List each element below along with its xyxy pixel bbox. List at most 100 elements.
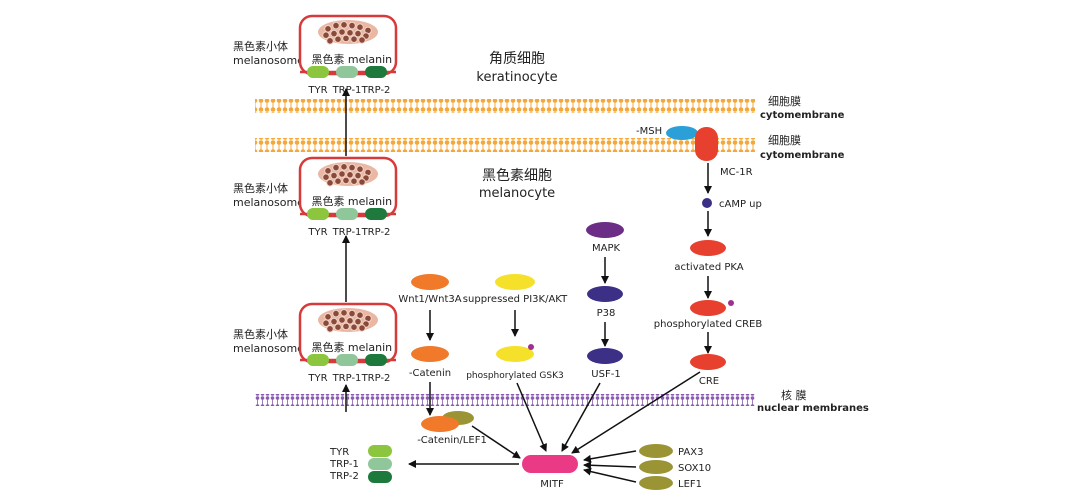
mitf-node bbox=[522, 455, 578, 473]
melanin-granule bbox=[338, 170, 346, 178]
cytomembrane-upper-en: cytomembrane bbox=[760, 110, 845, 121]
melanocyte-label-en: melanocyte bbox=[479, 186, 555, 201]
melanin-granule bbox=[346, 317, 354, 325]
catenin-node bbox=[411, 346, 449, 362]
lef1-label: LEF1 bbox=[678, 479, 702, 490]
melanin-granule bbox=[334, 177, 342, 185]
melanin-granule bbox=[354, 171, 362, 180]
creb-node bbox=[690, 300, 726, 316]
melanin-granule bbox=[354, 29, 362, 38]
melanosome-mid-enzyme-2 bbox=[365, 208, 387, 220]
sox10-node bbox=[639, 460, 673, 474]
melanin-granule bbox=[356, 165, 364, 173]
melanin-granule bbox=[324, 25, 332, 33]
melanosome-top-label-en: melanosome bbox=[233, 54, 304, 67]
melanosome-mid-enzyme-0 bbox=[307, 208, 329, 220]
nuclear-membrane-en: nuclear membranes bbox=[757, 403, 869, 414]
melanosome-low-enzyme-1 bbox=[336, 354, 358, 366]
camp-label: cAMP up bbox=[719, 199, 762, 210]
cytomembrane-upper bbox=[255, 99, 755, 113]
melanosome-mid-enzyme-label-0: TYR bbox=[307, 227, 327, 238]
pka-label: activated PKA bbox=[674, 262, 743, 273]
cytomembrane-lower-zh: 细胞膜 bbox=[768, 134, 801, 147]
mitf-label: MITF bbox=[540, 479, 564, 490]
cytomembrane-upper-zh: 细胞膜 bbox=[768, 95, 801, 108]
melanosome-low-pigment-zh: 黑色素 bbox=[312, 340, 345, 354]
melanosome-top-pigment-zh: 黑色素 bbox=[312, 52, 345, 66]
melanin-granule bbox=[330, 171, 338, 180]
melanosome-low-enzyme-0 bbox=[307, 354, 329, 366]
pi3k-label: suppressed PI3K/AKT bbox=[463, 294, 568, 305]
nuclear-membrane bbox=[255, 394, 755, 406]
melanosome-top-enzyme-label-0: TYR bbox=[307, 85, 327, 96]
sox10-label: SOX10 bbox=[678, 463, 711, 474]
gsk3-node bbox=[496, 346, 534, 362]
cytomembrane-lower bbox=[255, 138, 755, 152]
mapk-node bbox=[586, 222, 624, 238]
melanin-granule bbox=[332, 21, 340, 30]
msh-node bbox=[666, 126, 698, 140]
melanin-granule bbox=[340, 309, 348, 317]
melanosome-mid-enzyme-1 bbox=[336, 208, 358, 220]
melanin-granule bbox=[342, 34, 350, 43]
msh-label: -MSH bbox=[636, 126, 662, 137]
gene-trp1-label: TRP-1 bbox=[329, 459, 359, 470]
melanin-granule bbox=[348, 21, 356, 30]
melanin-granule bbox=[322, 319, 330, 328]
melanin-granule bbox=[342, 322, 350, 331]
arrow-cre-to-mitf bbox=[571, 371, 701, 454]
nuclear-membrane-zh: 核 膜 bbox=[781, 388, 807, 402]
arrow-complex-to-mitf bbox=[471, 425, 521, 459]
melanosome-low-enzyme-label-0: TYR bbox=[307, 373, 327, 384]
melanin-granule bbox=[338, 316, 346, 324]
melanin-granule bbox=[332, 309, 340, 318]
melanosome-top-pigment-en: melanin bbox=[348, 53, 392, 66]
arrow-gsk3-to-mitf bbox=[516, 382, 547, 452]
melanin-granule bbox=[348, 309, 356, 318]
melanin-granule bbox=[334, 35, 342, 44]
wnt-node bbox=[411, 274, 449, 290]
melanin-granule bbox=[350, 35, 358, 44]
pax3-label: PAX3 bbox=[678, 447, 703, 458]
arrow-lef1-to-mitf bbox=[583, 467, 637, 483]
p38-node bbox=[587, 286, 623, 302]
pax3-node bbox=[639, 444, 673, 458]
melanin-granule bbox=[330, 317, 338, 326]
melanin-granule bbox=[346, 171, 354, 179]
gene-trp1-bar bbox=[368, 458, 392, 470]
melanosome-mid-enzyme-label-1: TRP-1 bbox=[332, 227, 362, 238]
pka-node bbox=[690, 240, 726, 256]
cre-label: CRE bbox=[699, 376, 719, 387]
gsk3-label: phosphorylated GSK3 bbox=[466, 371, 564, 381]
melanin-granule bbox=[340, 21, 348, 29]
melanosome-low-enzyme-label-1: TRP-1 bbox=[332, 373, 362, 384]
melanin-granule bbox=[342, 176, 350, 185]
melanosome-low-label-zh: 黑色素小体 bbox=[233, 327, 288, 341]
melanin-granule bbox=[324, 167, 332, 175]
melanin-granule bbox=[326, 37, 334, 45]
mc1r-receptor bbox=[695, 127, 718, 161]
melanin-granule bbox=[338, 28, 346, 36]
keratinocyte-label-zh: 角质细胞 bbox=[489, 51, 545, 67]
melanin-granule bbox=[322, 173, 330, 181]
gsk3-phospho-dot bbox=[528, 344, 534, 350]
melanin-granule bbox=[358, 324, 366, 332]
camp-node bbox=[702, 198, 712, 208]
usf1-node bbox=[587, 348, 623, 364]
wnt-label: Wnt1/Wnt3A bbox=[398, 294, 461, 305]
p38-label: P38 bbox=[597, 308, 616, 319]
creb-label: phosphorylated CREB bbox=[654, 319, 763, 330]
melanin-granule bbox=[346, 29, 354, 37]
gene-tyr-bar bbox=[368, 445, 392, 457]
melanin-granule bbox=[324, 313, 332, 321]
melanin-granule bbox=[332, 163, 340, 172]
melanin-granule bbox=[356, 311, 364, 320]
melanosome-low-enzyme-label-2: TRP-2 bbox=[361, 373, 391, 384]
melanosome-low-pigment-en: melanin bbox=[348, 341, 392, 354]
melanin-granule bbox=[350, 323, 358, 332]
melanin-granule bbox=[358, 178, 366, 186]
melanin-granule bbox=[348, 163, 356, 172]
catenin-lef1-label: -Catenin/LEF1 bbox=[417, 435, 487, 446]
catenin-label: -Catenin bbox=[409, 368, 451, 379]
